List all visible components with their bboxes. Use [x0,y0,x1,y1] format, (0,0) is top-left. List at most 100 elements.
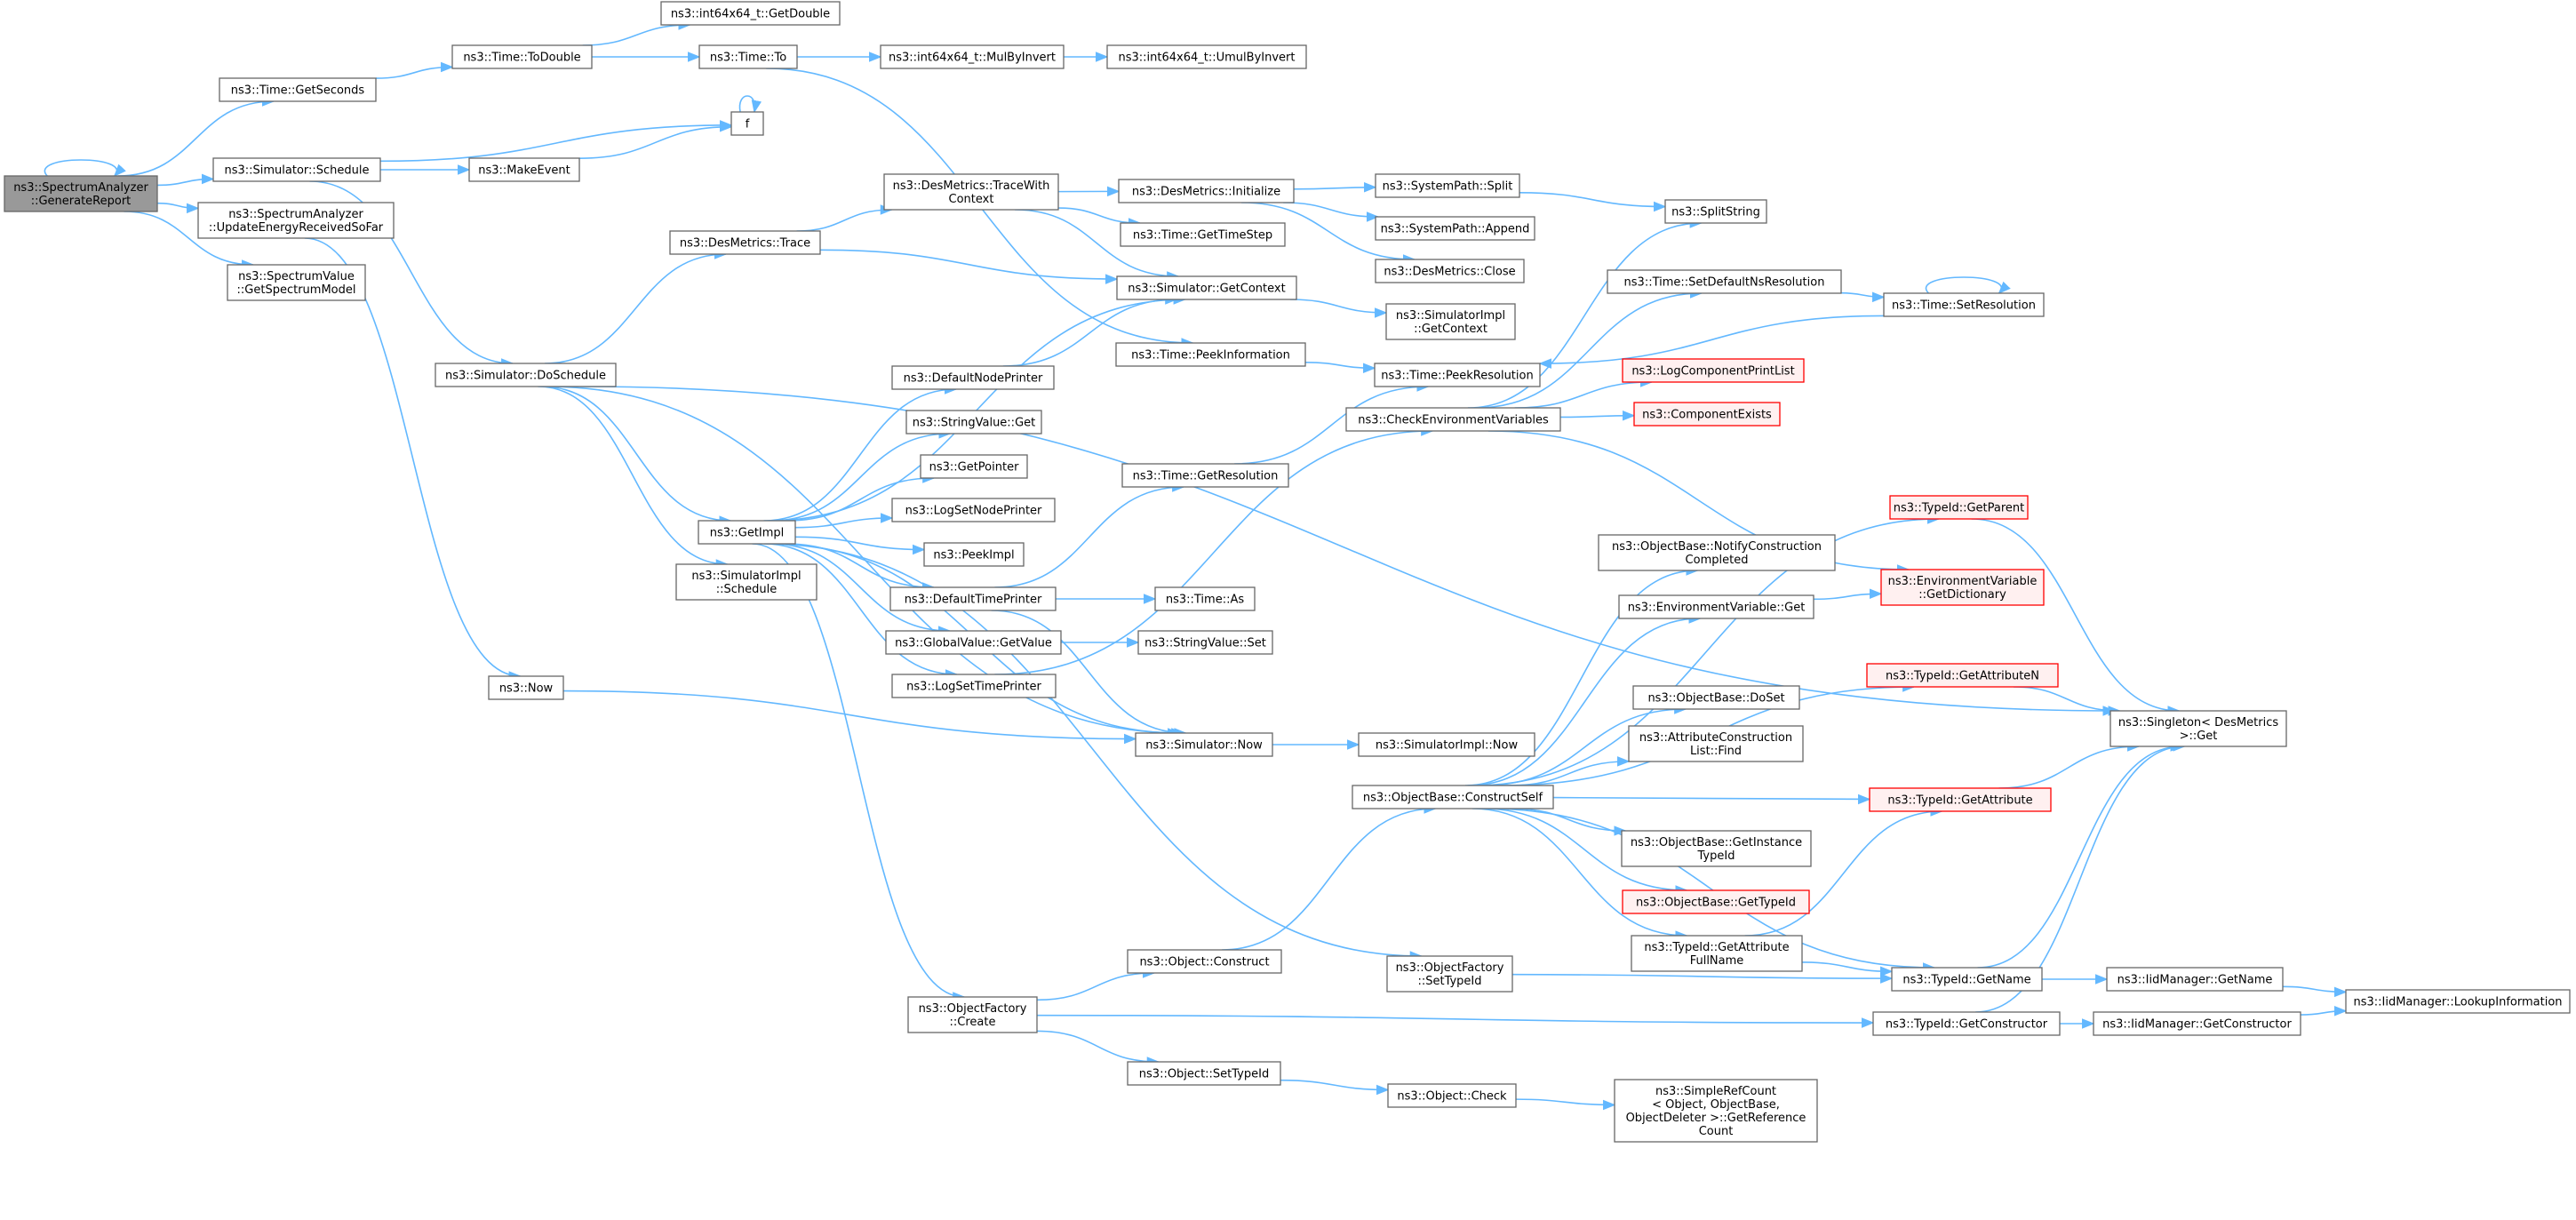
node-ns3-simulatorimpl-schedule[interactable]: ns3::SimulatorImpl::Schedule [675,563,817,601]
node-ns3-typeid-getattributen[interactable]: ns3::TypeId::GetAttributeN [1866,663,2059,688]
node-ns3-simulator-now[interactable]: ns3::Simulator::Now [1135,732,1273,757]
node-ns3-now[interactable]: ns3::Now [488,675,564,700]
node-ns3-singleton-desmetrics-get[interactable]: ns3::Singleton< DesMetrics >::Get [2109,710,2287,747]
node-ns3-int64x64-t-mulbyinvert[interactable]: ns3::int64x64_t::MulByInvert [880,44,1065,69]
node-ns3-spectrumvalue-getspectrummodel[interactable]: ns3::SpectrumValue::GetSpectrumModel [227,264,366,301]
node-ns3-time-setdefaultnsresolution[interactable]: ns3::Time::SetDefaultNsResolution [1607,269,1842,294]
node-ns3-simulatorimpl-now[interactable]: ns3::SimulatorImpl::Now [1358,732,1535,757]
node-ns3-stringvalue-get[interactable]: ns3::StringValue::Get [905,410,1042,435]
node-ns3-time-as[interactable]: ns3::Time::As [1154,586,1256,611]
node-box [698,520,796,545]
node-ns3-objectbase-constructself[interactable]: ns3::ObjectBase::ConstructSelf [1352,785,1554,809]
node-ns3-logcomponentprintlist[interactable]: ns3::LogComponentPrintList [1622,358,1805,383]
node-label: ns3::GlobalValue::GetValue [895,637,1052,650]
edge-n12-n13 [545,249,728,364]
edge-n3-n43 [304,237,522,682]
node-ns3-object-construct[interactable]: ns3::Object::Construct [1127,949,1282,974]
edge-n38-n24 [1234,381,1430,465]
node-ns3-simulatorimpl-getcontext[interactable]: ns3::SimulatorImpl::GetContext [1385,303,1516,340]
node-ns3-typeid-getattribute[interactable]: ns3::TypeId::GetAttribute [1869,787,2052,812]
node-ns3-object-check[interactable]: ns3::Object::Check [1387,1083,1517,1108]
node-ns3-simulator-getcontext[interactable]: ns3::Simulator::GetContext [1116,275,1297,300]
edge-n65-n59 [1511,973,1894,984]
node-ns3-desmetrics-trace[interactable]: ns3::DesMetrics::Trace [669,230,821,255]
node-ns3-time-todouble[interactable]: ns3::Time::ToDouble [451,44,593,69]
node-ns3-peekimpl[interactable]: ns3::PeekImpl [923,542,1025,567]
node-ns3-objectfactory-settypeid[interactable]: ns3::ObjectFactory::SetTypeId [1386,955,1513,993]
node-ns3-time-getseconds[interactable]: ns3::Time::GetSeconds [219,77,377,102]
node-ns3-simulator-doschedule[interactable]: ns3::Simulator::DoSchedule [435,363,617,387]
node-label: ns3::Object::Construct [1139,956,1269,969]
node-ns3-time-to[interactable]: ns3::Time::To [698,44,798,69]
node-box [1120,222,1286,247]
node-label: ::UpdateEnergyReceivedSoFar [209,221,384,235]
node-ns3-time-setresolution[interactable]: ns3::Time::SetResolution [1883,292,2045,317]
edge-layer [44,20,2348,1111]
node-ns3-getimpl[interactable]: ns3::GetImpl [698,520,796,545]
node-ns3-time-peekresolution[interactable]: ns3::Time::PeekResolution [1374,363,1541,387]
node-label: Count [1699,1125,1734,1138]
node-box [923,542,1025,567]
node-ns3-objectfactory-create[interactable]: ns3::ObjectFactory::Create [907,996,1038,1033]
node-ns3-globalvalue-getvalue[interactable]: ns3::GlobalValue::GetValue [885,630,1062,655]
edge-n25-n26 [1840,291,1886,303]
node-ns3-splitstring[interactable]: ns3::SplitString [1664,199,1767,224]
node-ns3-objectbase-notifyconstructioncompleted[interactable]: ns3::ObjectBase::NotifyConstructionCompl… [1598,534,1836,571]
node-ns3-logsetnodeprinter[interactable]: ns3::LogSetNodePrinter [891,498,1056,522]
edge-n35-n42 [763,543,959,680]
node-ns3-int64x64-t-umulbyinvert[interactable]: ns3::int64x64_t::UmulByInvert [1106,44,1307,69]
edge-n66-n60 [1036,1014,1875,1028]
node-ns3-logsettimeprinter[interactable]: ns3::LogSetTimePrinter [891,674,1057,698]
node-ns3-time-gettimestep[interactable]: ns3::Time::GetTimeStep [1120,222,1286,247]
node-ns3-defaulttimeprinter[interactable]: ns3::DefaultTimePrinter [889,586,1057,611]
node-ns3-iidmanager-lookupinformation[interactable]: ns3::IidManager::LookupInformation [2345,989,2571,1014]
node-box [1622,358,1805,383]
node-ns3-time-getresolution[interactable]: ns3::Time::GetResolution [1121,463,1289,488]
node-label: ns3::GetImpl [710,527,785,540]
node-box [1154,586,1256,611]
node-ns3-spectrumanalyzer-generatereport[interactable]: ns3::SpectrumAnalyzer::GenerateReport [4,175,158,212]
node-ns3-stringvalue-set[interactable]: ns3::StringValue::Set [1137,630,1273,655]
node-ns3-time-peekinformation[interactable]: ns3::Time::PeekInformation [1115,342,1306,367]
node-box [698,44,798,69]
node-box [1872,1011,2061,1036]
node-ns3-spectrumanalyzer-updateenergyreceivedsofar[interactable]: ns3::SpectrumAnalyzer::UpdateEnergyRecei… [197,202,395,239]
node-ns3-getpointer[interactable]: ns3::GetPointer [920,454,1028,479]
node-box [1137,630,1273,655]
node-box [1375,173,1520,198]
node-ns3-iidmanager-getname[interactable]: ns3::IidManager::GetName [2106,967,2284,992]
node-label: ::GetDictionary [1918,588,2006,602]
node-ns3-objectbase-gettypeid[interactable]: ns3::ObjectBase::GetTypeId [1622,889,1810,914]
edge-n46-n52 [1481,808,1688,896]
node-box [920,454,1028,479]
node-label: ns3::Time::GetResolution [1133,470,1279,483]
node-f[interactable]: f [730,111,764,136]
node-label: ns3::SystemPath::Split [1383,180,1513,194]
node-ns3-makeevent[interactable]: ns3::MakeEvent [468,157,580,182]
node-ns3-defaultnodeprinter[interactable]: ns3::DefaultNodePrinter [891,365,1055,390]
node-ns3-iidmanager-getconstructor[interactable]: ns3::IidManager::GetConstructor [2093,1011,2301,1036]
node-ns3-checkenvironmentvariables[interactable]: ns3::CheckEnvironmentVariables [1345,407,1561,432]
node-ns3-simplerefcount-object-objectbase-objectdeleter-getreferencecount[interactable]: ns3::SimpleRefCount< Object, ObjectBase,… [1614,1079,1818,1143]
node-ns3-systempath-append[interactable]: ns3::SystemPath::Append [1375,216,1535,241]
node-ns3-objectbase-doset[interactable]: ns3::ObjectBase::DoSet [1632,685,1800,710]
node-ns3-environmentvariable-getdictionary[interactable]: ns3::EnvironmentVariable::GetDictionary [1880,569,2045,606]
node-ns3-typeid-getparent[interactable]: ns3::TypeId::GetParent [1889,495,2029,520]
node-ns3-desmetrics-initialize[interactable]: ns3::DesMetrics::Initialize [1118,179,1295,203]
node-ns3-environmentvariable-get[interactable]: ns3::EnvironmentVariable::Get [1618,594,1814,619]
node-ns3-simulator-schedule[interactable]: ns3::Simulator::Schedule [212,157,381,182]
node-ns3-componentexists[interactable]: ns3::ComponentExists [1633,402,1781,427]
node-ns3-desmetrics-close[interactable]: ns3::DesMetrics::Close [1375,259,1525,283]
node-label: ns3::PeekImpl [933,549,1014,562]
node-ns3-int64x64-t-getdouble[interactable]: ns3::int64x64_t::GetDouble [660,1,841,26]
edge-n46-n48 [1469,613,1702,786]
node-ns3-typeid-getconstructor[interactable]: ns3::TypeId::GetConstructor [1872,1011,2061,1036]
node-box [468,157,580,182]
node-ns3-systempath-split[interactable]: ns3::SystemPath::Split [1375,173,1520,198]
node-ns3-object-settypeid[interactable]: ns3::Object::SetTypeId [1127,1061,1281,1086]
node-ns3-typeid-getname[interactable]: ns3::TypeId::GetName [1891,967,2043,992]
